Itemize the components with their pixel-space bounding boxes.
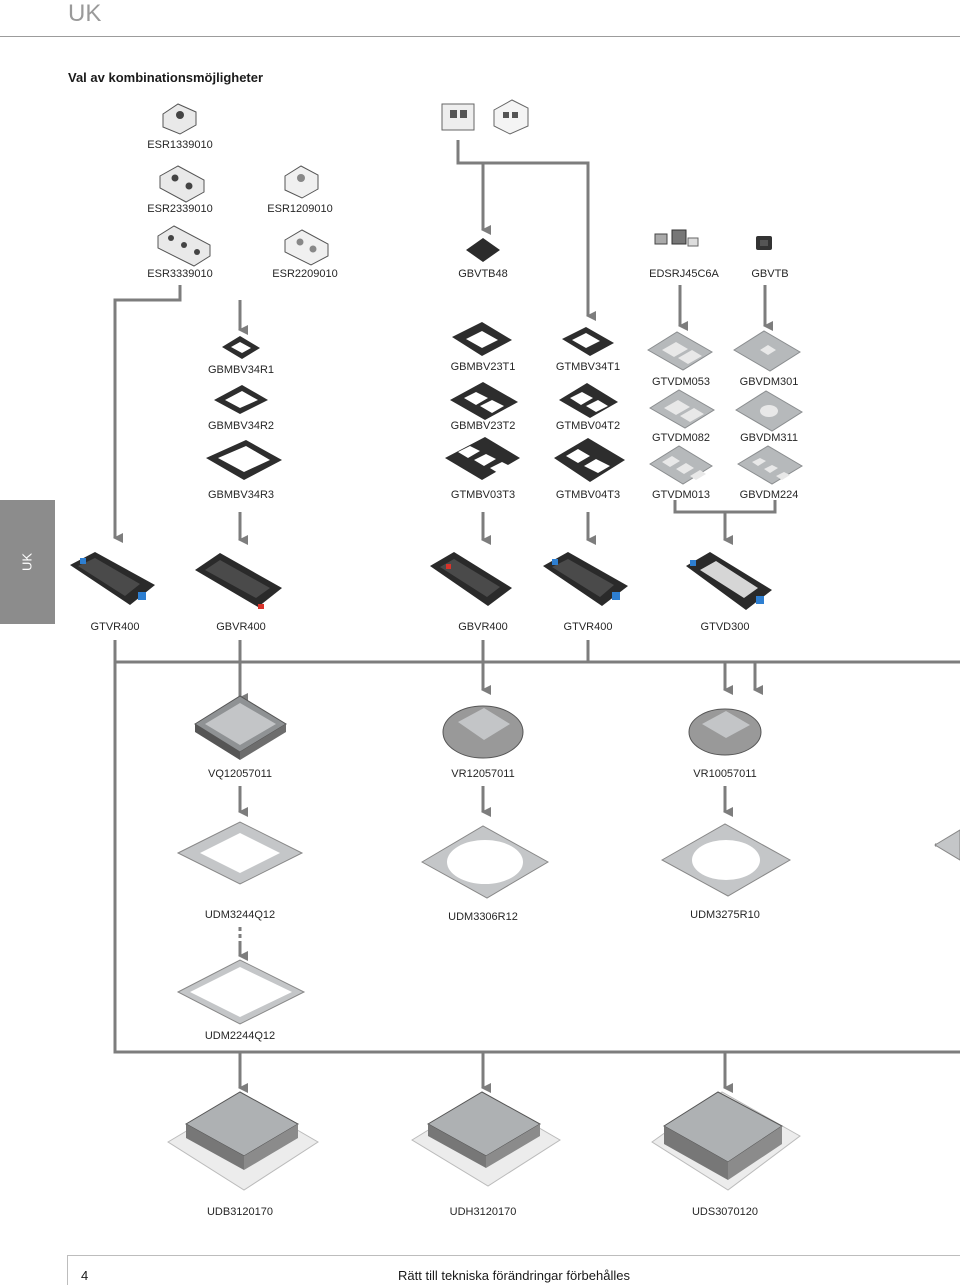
label-udm3306r12: UDM3306R12 — [448, 911, 518, 923]
underfloor-boxes — [167, 1091, 801, 1191]
label-edsrj45c6a: EDSRJ45C6A — [649, 268, 719, 280]
label-gbvdm224: GBVDM224 — [739, 489, 799, 501]
label-esr2339010: ESR2339010 — [147, 203, 213, 215]
side-tab: UK — [0, 500, 55, 624]
label-gbmbv23t1: GBMBV23T1 — [450, 361, 516, 373]
data-socket-image — [441, 99, 529, 135]
label-box-4: GTVR400 — [563, 621, 613, 633]
label-gbmbv34r3: GBMBV34R3 — [207, 489, 275, 501]
socket-esr2339010 — [159, 165, 205, 203]
connector-lines — [113, 140, 960, 1093]
label-box-1: GTVR400 — [90, 621, 140, 633]
label-gtmbv04t2: GTMBV04T2 — [555, 420, 621, 432]
socket-esr1209010 — [284, 165, 319, 199]
label-gbmbv34r1: GBMBV34R1 — [207, 364, 275, 376]
label-gbvdm311: GBVDM311 — [740, 432, 798, 444]
label-gtvdm053: GTVDM053 — [651, 376, 711, 388]
label-gtmbv34t1: GTMBV34T1 — [555, 361, 621, 373]
label-gtmbv04t3: GTMBV04T3 — [555, 489, 621, 501]
label-gbvdm301: GBVDM301 — [739, 376, 799, 388]
label-esr1339010: ESR1339010 — [147, 139, 213, 151]
label-uds3070120: UDS3070120 — [691, 1206, 759, 1218]
label-gbmbv23t2: GBMBV23T2 — [450, 420, 516, 432]
socket-esr1339010 — [162, 103, 197, 135]
header-title: UK — [68, 0, 102, 27]
header-rule — [0, 36, 960, 37]
section-title: Val av kombinationsmöjligheter — [68, 70, 264, 85]
label-box-3: GBVR400 — [458, 621, 508, 633]
label-vr10057011: VR10057011 — [693, 768, 757, 780]
label-gtmbv03t3: GTMBV03T3 — [450, 489, 516, 501]
footer-rule — [67, 1255, 960, 1256]
label-udh3120170: UDH3120170 — [449, 1206, 517, 1218]
label-esr1209010: ESR1209010 — [267, 203, 333, 215]
label-gbmbv34r2: GBMBV34R2 — [207, 420, 275, 432]
label-udb3120170: UDB3120170 — [206, 1206, 274, 1218]
label-udm3275r10: UDM3275R10 — [690, 909, 760, 921]
label-udm3244q12: UDM3244Q12 — [204, 909, 276, 921]
label-udm2244q12: UDM2244Q12 — [204, 1030, 276, 1042]
connector-gbvtb — [756, 236, 772, 250]
label-gtvdm082: GTVDM082 — [651, 432, 711, 444]
footer-bar — [67, 1255, 68, 1285]
label-vr12057011: VR12057011 — [451, 768, 515, 780]
label-vq12057011: VQ12057011 — [207, 768, 273, 780]
label-esr2209010: ESR2209010 — [272, 268, 338, 280]
label-box-2: GBVR400 — [216, 621, 266, 633]
mounting-plates — [176, 821, 960, 1025]
label-gbvtb48: GBVTB48 — [458, 268, 508, 280]
cover-gbvtb48 — [466, 238, 500, 262]
label-gbvtb: GBVTB — [751, 268, 789, 280]
label-gtvdm013: GTVDM013 — [651, 489, 711, 501]
label-esr3339010: ESR3339010 — [147, 268, 213, 280]
page-number: 4 — [81, 1268, 89, 1283]
socket-esr3339010 — [157, 225, 211, 267]
cover-units — [194, 695, 762, 760]
floor-boxes — [70, 552, 772, 610]
label-box-5: GTVD300 — [700, 621, 750, 633]
socket-esr2209010 — [284, 229, 329, 266]
connector-edsrj45c6a — [654, 229, 699, 247]
footer-note: Rätt till tekniska förändringar förbehål… — [398, 1268, 630, 1283]
